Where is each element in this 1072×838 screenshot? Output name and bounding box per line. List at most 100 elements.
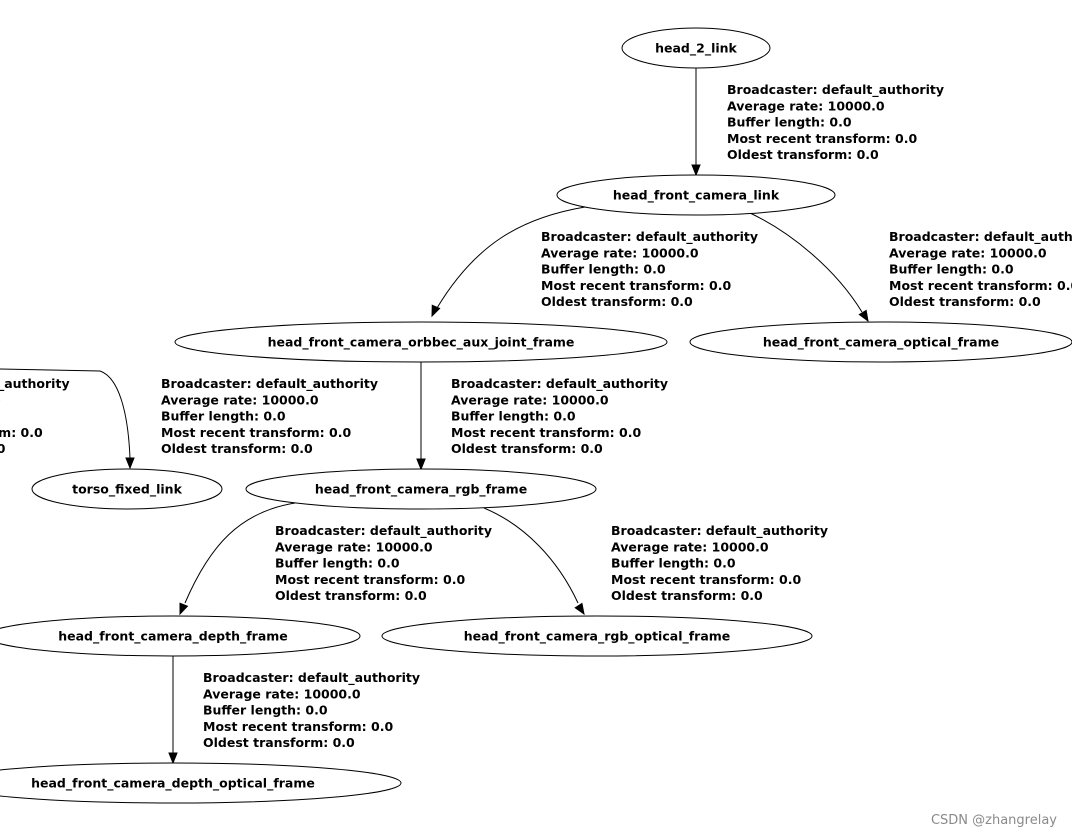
- node-label: head_front_camera_orbbec_aux_joint_frame: [268, 335, 575, 351]
- edge-label-line: Average rate: 10000.0: [275, 539, 433, 554]
- edge-label-line: Broadcaster: default_authority: [275, 523, 492, 539]
- node-ellipse: [0, 762, 402, 804]
- node-label: head_front_camera_link: [613, 188, 780, 204]
- arrowhead-icon: [168, 752, 178, 765]
- edge-label-line: Most recent transform: 0.0: [161, 425, 351, 440]
- frame-node-head-2-link[interactable]: head_2_link: [621, 27, 771, 69]
- edge-label-line: .0: [0, 441, 6, 456]
- frame-node-head-front-camera-rgb-frame[interactable]: head_front_camera_rgb_frame: [245, 468, 597, 510]
- edge-label-line: Most recent transform: 0.0: [275, 572, 465, 587]
- node-ellipse: [556, 174, 836, 216]
- node-ellipse: [245, 468, 597, 510]
- edge-label-line: Average rate: 10000.0: [541, 245, 699, 260]
- node-label: head_front_camera_depth_frame: [58, 629, 288, 645]
- edge-label-line: Oldest transform: 0.0: [161, 441, 313, 456]
- frame-node-head-front-camera-optical-frame[interactable]: head_front_camera_optical_frame: [689, 321, 1072, 363]
- edge-line: [0, 368, 131, 459]
- arrowhead-icon: [431, 304, 441, 318]
- edge: [0, 368, 135, 470]
- edge-label-line: Oldest transform: 0.0: [203, 735, 355, 750]
- arrowhead-icon: [858, 309, 869, 323]
- frame-node-head-front-camera-depth-frame[interactable]: head_front_camera_depth_frame: [0, 615, 361, 657]
- edge-label-line: Broadcaster: default_authority: [727, 82, 944, 98]
- edge-label-line: Average rate: 10000.0: [451, 392, 609, 407]
- edge-label-line: Oldest transform: 0.0: [727, 147, 879, 162]
- edge-label-line: Most recent transform: 0.0: [451, 425, 641, 440]
- edge-label-line: Broadcaster: default_authority: [451, 376, 668, 392]
- edge-line: [483, 507, 579, 604]
- edge-label-line: Most recent transform: 0.0: [541, 278, 731, 293]
- edge-label-line: Average rate: 10000.0: [161, 392, 319, 407]
- edge-label-line: 0: [0, 392, 1, 407]
- node-ellipse: [689, 321, 1072, 363]
- node-label: head_front_camera_rgb_optical_frame: [464, 629, 731, 645]
- edge-label-line: Broadcaster: default_authority: [203, 670, 420, 686]
- frame-node-head-front-camera-rgb-optical-frame[interactable]: head_front_camera_rgb_optical_frame: [381, 615, 813, 657]
- edge-line: [749, 212, 863, 313]
- edge-label-line: Oldest transform: 0.0: [451, 441, 603, 456]
- edge-label-line: Oldest transform: 0.0: [275, 588, 427, 603]
- edge: [179, 502, 296, 616]
- edge-label-line: Buffer length: 0.0: [275, 556, 400, 571]
- node-ellipse: [621, 27, 771, 69]
- node-label: head_front_camera_rgb_frame: [315, 482, 527, 498]
- arrowhead-icon: [574, 602, 585, 616]
- frame-node-head-front-camera-link[interactable]: head_front_camera_link: [556, 174, 836, 216]
- edge-label-line: Most recent transform: 0.0: [611, 572, 801, 587]
- edge-label-line: Broadcaster: default_authority: [541, 229, 758, 245]
- frame-node-torso-fixed-link[interactable]: torso_fixed_link: [31, 468, 223, 510]
- arrowhead-icon: [125, 457, 135, 470]
- edge-line: [184, 502, 296, 604]
- node-ellipse: [0, 615, 361, 657]
- edge-label-line: Buffer length: 0.0: [889, 262, 1014, 277]
- edge-label-line: Broadcaster: default_authority: [611, 523, 828, 539]
- edge-label-line: Average rate: 10000.0: [203, 686, 361, 701]
- edge: [431, 206, 586, 318]
- edge: [749, 212, 869, 323]
- edge-label-line: rm: 0.0: [0, 425, 43, 440]
- node-ellipse: [381, 615, 813, 657]
- node-label: head_front_camera_depth_optical_frame: [31, 776, 315, 792]
- node-ellipse: [174, 321, 668, 363]
- arrowhead-icon: [179, 602, 189, 616]
- node-label: head_2_link: [655, 41, 737, 57]
- edge-label-line: t_authority: [0, 376, 70, 392]
- edge: [168, 656, 178, 765]
- node-ellipse: [31, 468, 223, 510]
- edge-label-line: Broadcaster: default_authority: [889, 229, 1072, 245]
- watermark: CSDN @zhangrelay: [930, 813, 1057, 828]
- node-label: torso_fixed_link: [72, 482, 182, 498]
- edge-label-line: Most recent transform: 0.0: [203, 719, 393, 734]
- arrowhead-icon: [416, 458, 426, 471]
- edge: [691, 68, 701, 177]
- nodes-layer: head_2_link head_front_camera_link head_fr…: [0, 27, 1072, 804]
- edge-label-line: Buffer length: 0.0: [727, 115, 852, 130]
- edge-label-line: Buffer length: 0.0: [541, 262, 666, 277]
- edge-label: t_authority0 rm: 0.0.0: [0, 376, 70, 456]
- edge: [416, 362, 426, 471]
- frame-node-head-front-camera-orbbec-aux-joint-frame[interactable]: head_front_camera_orbbec_aux_joint_frame: [174, 321, 668, 363]
- edge-label-line: Most recent transform: 0.0: [889, 278, 1072, 293]
- edges-layer: [0, 68, 869, 765]
- edge-line: [436, 206, 586, 309]
- node-label: head_front_camera_optical_frame: [763, 335, 999, 351]
- frame-node-head-front-camera-depth-optical-frame[interactable]: head_front_camera_depth_optical_frame: [0, 762, 402, 804]
- edge-label-line: Oldest transform: 0.0: [611, 588, 763, 603]
- edge-label-line: Oldest transform: 0.0: [889, 294, 1041, 309]
- edge-label-line: Buffer length: 0.0: [203, 703, 328, 718]
- edge-label-line: Buffer length: 0.0: [611, 556, 736, 571]
- edge-label-line: Average rate: 10000.0: [611, 539, 769, 554]
- edge-label-line: Buffer length: 0.0: [451, 409, 576, 424]
- edge-label-line: Broadcaster: default_authority: [161, 376, 378, 392]
- edge-label-line: Buffer length: 0.0: [161, 409, 286, 424]
- arrowhead-icon: [691, 164, 701, 177]
